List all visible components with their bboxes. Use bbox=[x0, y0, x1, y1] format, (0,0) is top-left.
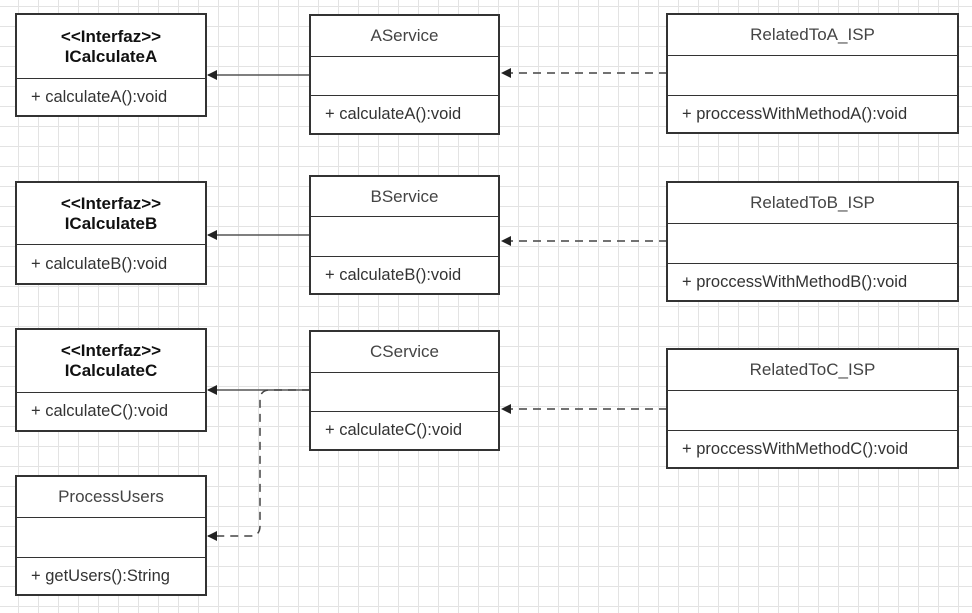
attributes-section bbox=[311, 216, 498, 256]
class-bservice[interactable]: BService + calculateB():void bbox=[309, 175, 500, 295]
stereotype-label: <<Interfaz>> bbox=[60, 26, 162, 46]
class-header: CService bbox=[311, 332, 498, 372]
methods-section: + calculateC():void bbox=[311, 411, 498, 449]
class-header: <<Interfaz>> ICalculateB bbox=[17, 183, 205, 244]
attributes-section bbox=[668, 223, 957, 263]
class-name: CService bbox=[370, 342, 439, 361]
methods-section: + calculateA():void bbox=[311, 95, 498, 133]
class-relatedtob-isp[interactable]: RelatedToB_ISP + proccessWithMethodB():v… bbox=[666, 181, 959, 302]
class-header: BService bbox=[311, 177, 498, 216]
class-name: ICalculateC bbox=[64, 361, 158, 380]
method-label: + proccessWithMethodC():void bbox=[682, 439, 909, 458]
method-label: + calculateB():void bbox=[325, 265, 462, 284]
class-name: AService bbox=[370, 26, 439, 45]
method-label: + calculateC():void bbox=[325, 421, 463, 439]
class-name: BService bbox=[370, 186, 439, 206]
methods-section: + proccessWithMethodC():void bbox=[668, 430, 957, 467]
class-name: ICalculateB bbox=[64, 213, 158, 233]
methods-section: + proccessWithMethodB():void bbox=[668, 263, 957, 300]
class-name: RelatedToA_ISP bbox=[750, 25, 875, 44]
class-header: AService bbox=[311, 16, 498, 56]
method-label: + calculateC():void bbox=[31, 402, 169, 420]
method-label: + getUsers():String bbox=[31, 566, 170, 585]
class-header: <<Interfaz>> ICalculateA bbox=[17, 15, 205, 78]
class-cservice[interactable]: CService + calculateC():void bbox=[309, 330, 500, 451]
class-icalculatea[interactable]: <<Interfaz>> ICalculateA + calculateA():… bbox=[15, 13, 207, 117]
attributes-section bbox=[311, 56, 498, 95]
methods-section: + proccessWithMethodA():void bbox=[668, 95, 957, 132]
method-label: + calculateB():void bbox=[31, 254, 168, 273]
stereotype-label: <<Interfaz>> bbox=[60, 193, 162, 213]
attributes-section bbox=[311, 372, 498, 411]
class-aservice[interactable]: AService + calculateA():void bbox=[309, 14, 500, 135]
attributes-section bbox=[668, 390, 957, 430]
method-label: + proccessWithMethodA():void bbox=[682, 104, 908, 123]
attributes-section bbox=[668, 55, 957, 95]
attributes-section bbox=[17, 517, 205, 557]
class-header: RelatedToC_ISP bbox=[668, 350, 957, 390]
class-header: <<Interfaz>> ICalculateC bbox=[17, 330, 205, 392]
class-icalculateb[interactable]: <<Interfaz>> ICalculateB + calculateB():… bbox=[15, 181, 207, 285]
methods-section: + getUsers():String bbox=[17, 557, 205, 594]
class-icalculatec[interactable]: <<Interfaz>> ICalculateC + calculateC():… bbox=[15, 328, 207, 432]
stereotype-label: <<Interfaz>> bbox=[60, 341, 162, 360]
class-name: RelatedToC_ISP bbox=[749, 360, 876, 379]
methods-section: + calculateB():void bbox=[17, 244, 205, 283]
methods-section: + calculateA():void bbox=[17, 78, 205, 115]
methods-section: + calculateC():void bbox=[17, 392, 205, 430]
class-name: ProcessUsers bbox=[58, 487, 164, 506]
method-label: + proccessWithMethodB():void bbox=[682, 272, 908, 291]
class-name: RelatedToB_ISP bbox=[750, 193, 875, 212]
methods-section: + calculateB():void bbox=[311, 256, 498, 293]
dependency-cservice-to-processusers[interactable] bbox=[207, 389, 310, 541]
class-processusers[interactable]: ProcessUsers + getUsers():String bbox=[15, 475, 207, 596]
method-label: + calculateA():void bbox=[325, 105, 462, 123]
class-relatedtoa-isp[interactable]: RelatedToA_ISP + proccessWithMethodA():v… bbox=[666, 13, 959, 134]
class-relatedtoc-isp[interactable]: RelatedToC_ISP + proccessWithMethodC():v… bbox=[666, 348, 959, 469]
class-header: ProcessUsers bbox=[17, 477, 205, 517]
class-name: ICalculateA bbox=[64, 46, 158, 66]
class-header: RelatedToA_ISP bbox=[668, 15, 957, 55]
method-label: + calculateA():void bbox=[31, 87, 168, 106]
class-header: RelatedToB_ISP bbox=[668, 183, 957, 223]
